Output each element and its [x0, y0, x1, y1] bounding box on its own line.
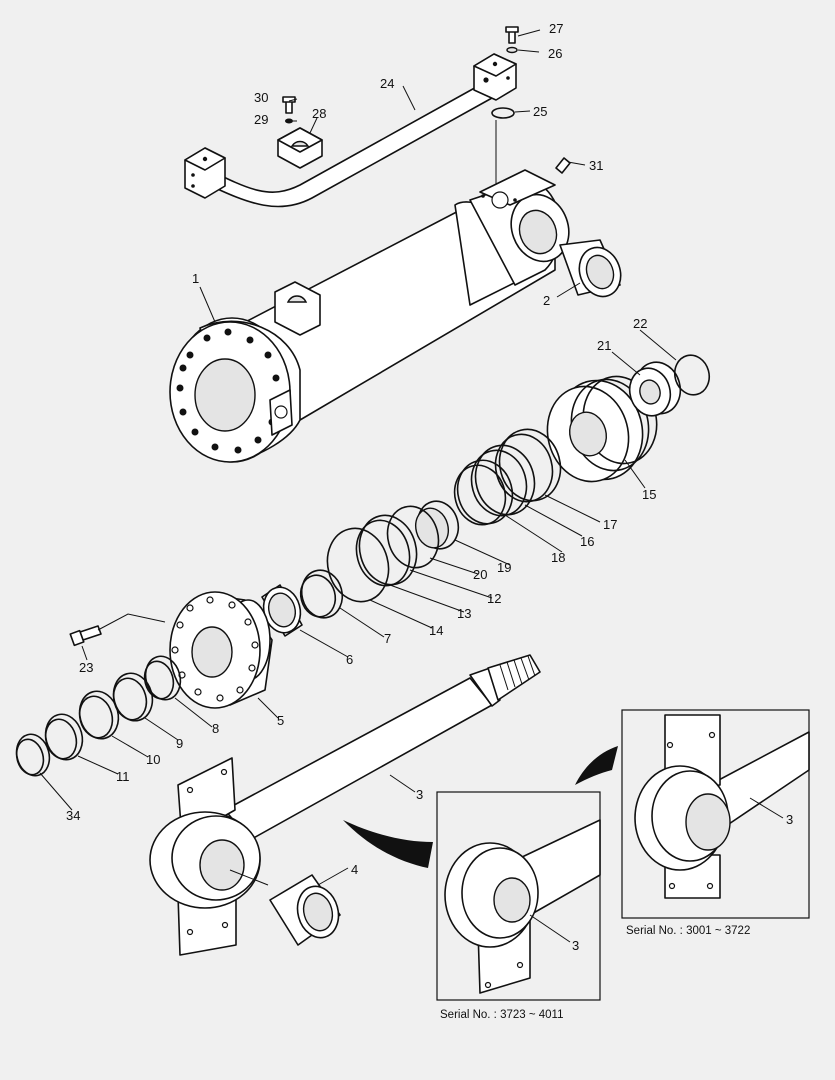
grease-fitting-31	[555, 157, 571, 174]
bushing-2	[559, 239, 622, 298]
cover-bolt-holes	[171, 596, 259, 702]
arrow-to-right-inset	[575, 746, 618, 785]
callout-6: 6	[346, 652, 353, 667]
ring-14	[326, 527, 390, 603]
bolt-30	[285, 100, 293, 114]
callout-21: 21	[597, 338, 611, 353]
rod-seals	[15, 655, 182, 777]
callout-18: 18	[551, 550, 565, 565]
retaining-ring-22	[673, 354, 711, 396]
rod-cover-5	[169, 591, 273, 709]
callout-15: 15	[642, 487, 656, 502]
rod-thread	[499, 655, 536, 691]
arrow-to-left-inset	[343, 820, 433, 868]
callout-29: 29	[254, 112, 268, 127]
callout-14: 14	[429, 623, 443, 638]
callout-5: 5	[277, 713, 284, 728]
serial-label-inset-left: Serial No. : 3723 ~ 4011	[440, 1009, 564, 1021]
ring-17	[498, 428, 562, 502]
ring-34	[15, 733, 51, 777]
callout-10: 10	[146, 752, 160, 767]
ring-9	[112, 672, 154, 722]
callout-9: 9	[176, 736, 183, 751]
bushing-4	[269, 874, 341, 946]
callout-12: 12	[487, 591, 501, 606]
bolt-23	[69, 613, 166, 647]
callout-24: 24	[380, 76, 394, 91]
pipe-assembly	[184, 26, 519, 208]
ring-12	[358, 514, 418, 586]
serial-label-inset-right: Serial No. : 3001 ~ 3722	[626, 925, 750, 937]
callout-19: 19	[497, 560, 511, 575]
callout-20: 20	[473, 567, 487, 582]
callout-3-inset-right: 3	[786, 812, 793, 827]
callout-11: 11	[116, 769, 130, 784]
callout-16: 16	[580, 534, 594, 549]
inset-left-frame	[436, 791, 601, 1001]
callout-30: 30	[254, 90, 268, 105]
callout-25: 25	[533, 104, 547, 119]
callout-22: 22	[633, 316, 647, 331]
piston-nut-21	[628, 361, 682, 417]
callout-28: 28	[312, 106, 326, 121]
ring-16	[474, 444, 536, 516]
callout-1: 1	[192, 271, 199, 286]
callout-3: 3	[416, 787, 423, 802]
callout-labels: 1 2 3 3 3 4 5 6 7 8 9 10 11 12 13 14 15 …	[66, 21, 793, 953]
callout-27: 27	[549, 21, 563, 36]
callout-26: 26	[548, 46, 562, 61]
callout-2: 2	[543, 293, 550, 308]
bushing-6	[261, 584, 303, 637]
washer-26	[506, 46, 518, 54]
callout-31: 31	[589, 158, 603, 173]
callout-34: 34	[66, 808, 80, 823]
piston-rod-3	[149, 654, 541, 956]
pipe-24	[204, 84, 493, 208]
callout-4: 4	[351, 862, 358, 877]
cylinder-tube-1	[169, 157, 571, 463]
callout-17: 17	[603, 517, 617, 532]
inset-right-frame	[621, 709, 810, 919]
callout-7: 7	[384, 631, 391, 646]
callout-13: 13	[457, 606, 471, 621]
piston-15	[546, 375, 658, 483]
callout-8: 8	[212, 721, 219, 736]
ring-20	[386, 505, 440, 569]
ring-7	[300, 569, 344, 619]
callout-3-inset-left: 3	[572, 938, 579, 953]
flange-bolt-holes	[176, 328, 282, 454]
callout-23: 23	[79, 660, 93, 675]
washer-29	[285, 118, 293, 124]
seal-set	[261, 428, 562, 637]
leader-lines	[39, 29, 784, 943]
ring-18	[456, 459, 514, 525]
o-ring-25	[491, 107, 515, 119]
